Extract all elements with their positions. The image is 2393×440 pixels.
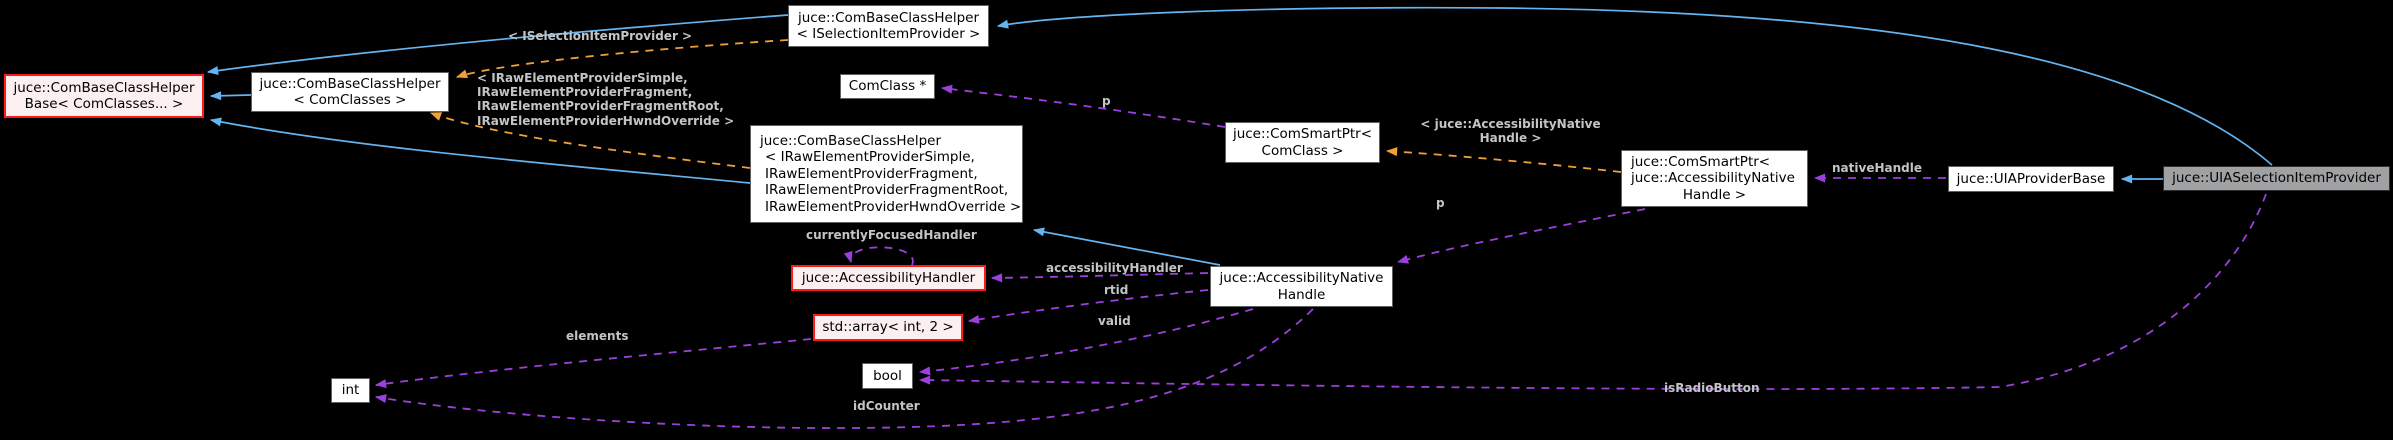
edge-label-elements: elements [566,329,629,343]
node-line: < ISelectionItemProvider > [796,26,981,42]
node-line: juce::ComBaseClassHelper [13,79,195,96]
node-line: juce::UIASelectionItemProvider [2172,170,2381,187]
edge-template-smartptranh-to-smartptrcomclass [1385,147,1622,173]
edge-inherit-comclasses-to-base [209,91,252,101]
edge-usage-elements [374,338,812,389]
edge-usage-p-smartptranh-to-nativehandle [1396,208,1646,264]
node-comsmartptr-comclass[interactable]: juce::ComSmartPtr< ComClass > [1225,122,1380,163]
edge-usage-currentlyfocusedhandler-selfloop [843,246,914,266]
node-bool[interactable]: bool [862,363,913,389]
node-line: juce::AccessibilityNative [1219,270,1384,286]
edge-label-rtid: rtid [1104,283,1129,297]
node-line: bool [873,367,902,384]
edge-usage-isradiobutton [918,193,2267,390]
edge-template-iraw-to-comclasses [429,112,751,169]
edge-usage-accessibilityhandler [990,272,1209,283]
node-combaseclasshelper-iselectionitemprovider[interactable]: juce::ComBaseClassHelper < ISelectionIte… [788,5,989,47]
node-stdarray-int-2[interactable]: std::array< int, 2 > [813,314,963,341]
edge-usage-p-smartptrcomclass-to-comclassptr [940,84,1226,128]
edge-label-accessibilityhandler: accessibilityHandler [1046,261,1183,275]
edge-usage-idcounter [374,308,1314,429]
node-line: juce::ComBaseClassHelper [760,132,941,149]
node-line: IRawElementProviderFragment, [765,165,978,182]
edge-inherit-iselection-to-base [206,14,789,76]
node-line: Handle [1277,286,1326,303]
node-line: < IRawElementProviderSimple, [765,149,975,166]
node-uiaselectionitemprovider[interactable]: juce::UIASelectionItemProvider [2163,166,2390,191]
edge-label-isradiobutton: isRadioButton [1664,381,1760,395]
edge-usage-valid [918,308,1254,376]
node-line: < ComClasses > [293,92,407,108]
node-line: IRawElementProviderFragmentRoot, [765,182,1009,199]
edge-template-iselection-to-comclasses [455,39,789,79]
edge-label-p-accessibilitynativehandle: p [1436,196,1445,210]
node-line: juce::AccessibilityHandler [801,269,976,286]
node-combaseclasshelperbase[interactable]: juce::ComBaseClassHelper Base< ComClasse… [4,74,204,118]
node-comsmartptr-accessibilitynativehandle[interactable]: juce::ComSmartPtr< juce::AccessibilityNa… [1621,150,1808,207]
edge-usage-rtid [967,289,1209,324]
node-line: int [341,382,360,399]
node-line: ComClass * [848,78,927,95]
node-int[interactable]: int [331,378,370,403]
node-accessibilitynativehandle[interactable]: juce::AccessibilityNative Handle [1210,266,1393,307]
node-line: std::array< int, 2 > [822,319,954,336]
node-comclass-ptr[interactable]: ComClass * [840,74,935,99]
node-line: juce::ComBaseClassHelper [798,9,979,26]
node-line: IRawElementProviderHwndOverride > [765,198,1022,215]
node-line: Base< ComClasses... > [24,96,184,112]
node-line: juce::UIAProviderBase [1956,170,2106,187]
edge-inherit-uiaselection-to-iselection [996,6,2273,166]
edge-label-template-iselectionitemprovider: < ISelectionItemProvider > [508,29,693,43]
node-uiaproviderbase[interactable]: juce::UIAProviderBase [1948,166,2114,192]
edge-label-template-accessibilitynativehandle: < juce::AccessibilityNative Handle > [1420,117,1601,146]
edge-label-nativehandle: nativeHandle [1832,161,1922,175]
edge-inherit-nativehandle-to-iraw [1032,227,1221,266]
edge-inherit-iraw-to-base [209,117,751,184]
node-accessibilityhandler[interactable]: juce::AccessibilityHandler [791,265,986,291]
edge-label-idcounter: idCounter [853,399,920,413]
node-combaseclasshelper-iraw[interactable]: juce::ComBaseClassHelper < IRawElementPr… [750,125,1023,223]
edge-label-valid: valid [1098,314,1131,328]
node-line: Handle > [1682,186,1747,203]
node-line: ComClass > [1261,142,1344,159]
node-line: juce::ComSmartPtr< [1232,126,1373,142]
edge-label-template-iraw: < IRawElementProviderSimple, IRawElement… [477,71,735,128]
node-line: juce::AccessibilityNative [1631,170,1795,187]
node-line: juce::ComBaseClassHelper [259,75,441,92]
node-line: juce::ComSmartPtr< [1631,153,1771,170]
edge-label-currentlyfocusedhandler: currentlyFocusedHandler [806,228,977,242]
edge-label-p-comclass: p [1102,94,1111,108]
node-combaseclasshelper-comclasses[interactable]: juce::ComBaseClassHelper < ComClasses > [251,72,449,112]
